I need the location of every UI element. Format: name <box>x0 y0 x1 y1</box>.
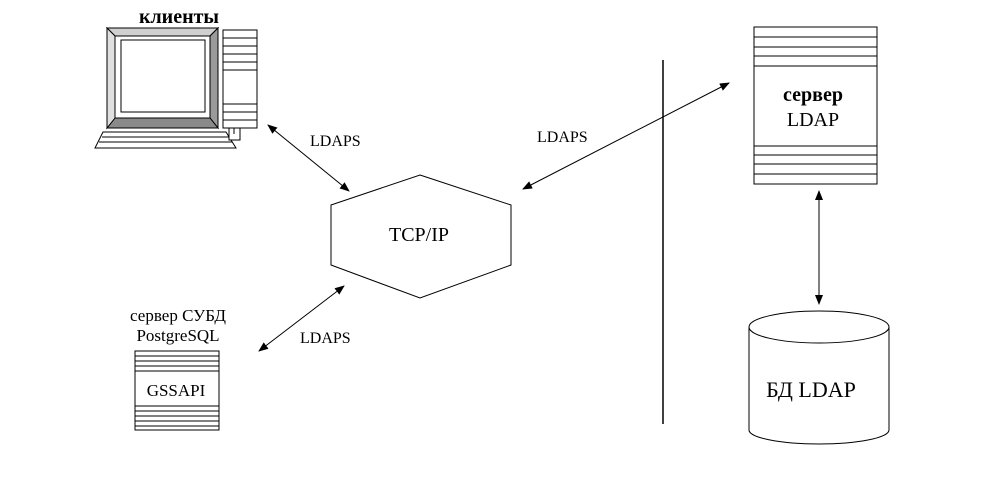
tcpip-label: TCP/IP <box>389 224 449 246</box>
dbms-server-subtitle: PostgreSQL <box>136 326 219 345</box>
arrow-clients-tcpip <box>267 124 350 192</box>
ldaps-server-label: LDAPS <box>537 129 588 146</box>
ldap-database-icon <box>748 310 890 445</box>
dbms-server-icon <box>134 350 220 431</box>
arrow-dbms-tcpip <box>258 285 345 352</box>
ldaps-dbms-label: LDAPS <box>300 330 351 347</box>
ldap-server-icon <box>753 26 878 185</box>
ldaps-clients-label: LDAPS <box>310 133 361 150</box>
arrow-tcpip-ldap-server <box>522 82 730 190</box>
tcpip-network-node <box>330 174 512 299</box>
ldap-database-label: БД LDAP <box>766 377 856 402</box>
client-computer-icon <box>94 26 258 149</box>
gssapi-label: GSSAPI <box>147 381 206 400</box>
ldap-server-subtitle: LDAP <box>787 109 839 131</box>
dbms-server-title: сервер СУБД <box>130 306 226 325</box>
ldap-server-title: сервер <box>783 84 843 106</box>
clients-label: клиенты <box>139 6 219 28</box>
